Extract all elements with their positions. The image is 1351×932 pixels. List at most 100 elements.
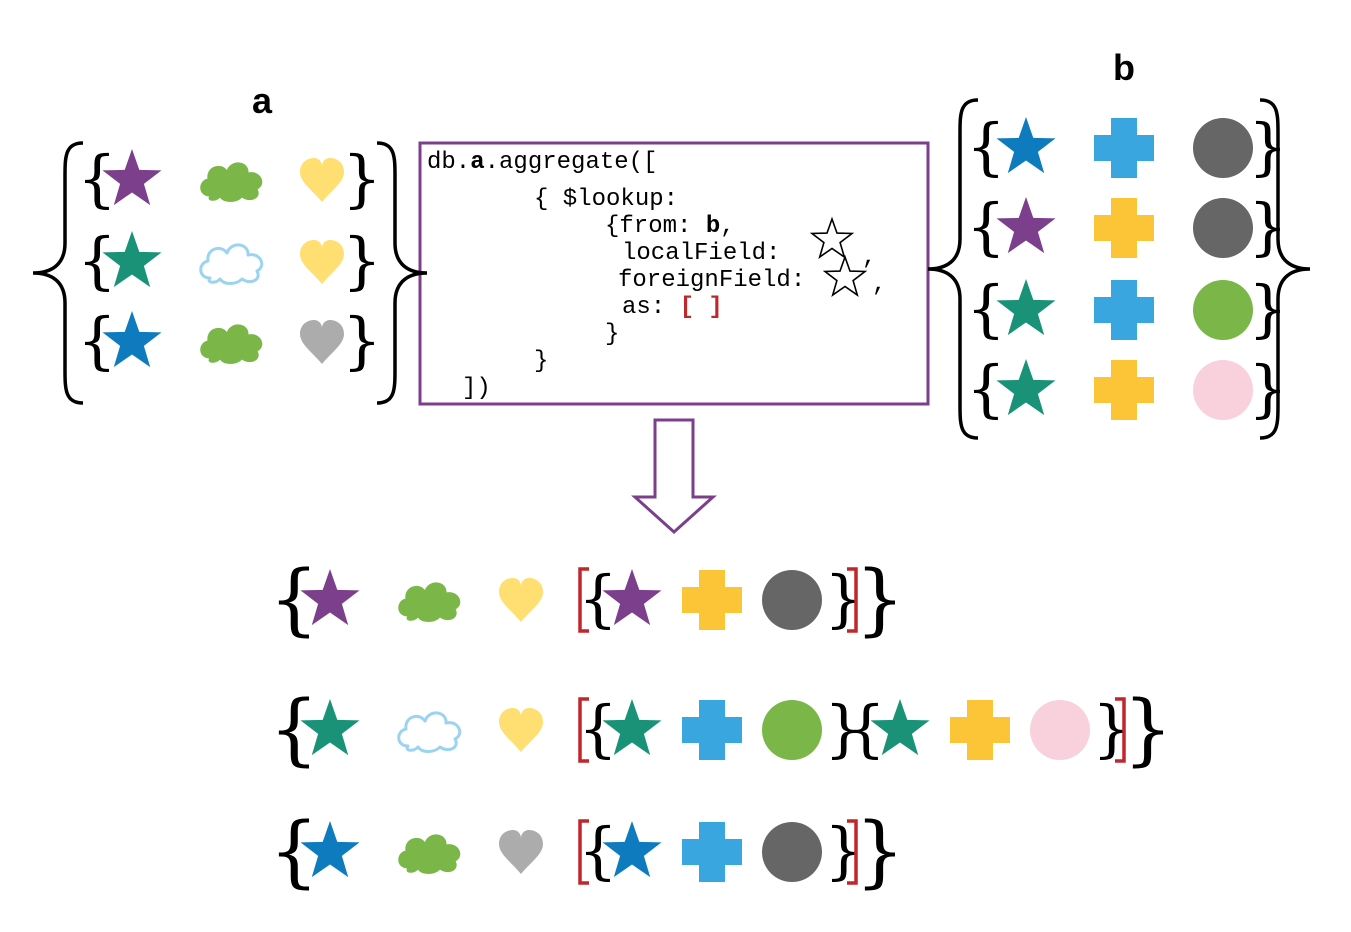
- circle-gray-icon: [1193, 198, 1253, 258]
- result-close-brace: }: [855, 555, 905, 645]
- circle-gray-icon: [762, 570, 822, 630]
- code-as: as:: [622, 294, 680, 321]
- cross-blue-icon: [1094, 280, 1154, 340]
- result-open-brace: {: [269, 555, 319, 645]
- star-purple-icon: [996, 197, 1056, 254]
- cross-yellow-icon: [1094, 360, 1154, 420]
- circle-green-icon: [762, 700, 822, 760]
- circle-pink-icon: [1030, 700, 1090, 760]
- star-purple-icon: [300, 569, 360, 626]
- joined-document: {}: [578, 562, 863, 635]
- code-comma: ,: [720, 213, 734, 240]
- doc-open-brace: {: [77, 224, 116, 297]
- array-close-bracket: [847, 819, 858, 885]
- heart-gray-icon: [499, 830, 543, 874]
- doc-close-brace: }: [342, 304, 381, 377]
- cloud-filled-icon: [200, 324, 263, 364]
- doc-open-brace: {: [966, 190, 1005, 263]
- cloud-outline-icon: [397, 711, 462, 753]
- collection-a-document: {}: [77, 304, 381, 377]
- cross-blue-icon: [682, 822, 742, 882]
- doc-close-brace: }: [824, 692, 863, 765]
- doc-open-brace: {: [77, 304, 116, 377]
- cloud-filled-icon: [398, 582, 461, 622]
- code-line-2: { $lookup:: [534, 186, 678, 213]
- collection-a-group: {}{}{}: [32, 141, 428, 405]
- joined-document: {}: [578, 692, 863, 765]
- heart-yellow-icon: [300, 240, 344, 284]
- collection-b-group: {}{}{}{}: [927, 98, 1311, 440]
- local-field-star-icon: [809, 216, 855, 259]
- star-purple-icon: [602, 569, 662, 626]
- star-teal-icon: [870, 699, 930, 756]
- star-teal-icon: [300, 699, 360, 756]
- doc-open-brace: {: [966, 110, 1005, 183]
- heart-gray-icon: [300, 320, 344, 364]
- code-line-1: db.a.aggregate([: [427, 149, 657, 176]
- result-document: {{}{}}: [269, 685, 1173, 775]
- star-purple-icon: [102, 149, 162, 206]
- circle-gray-icon: [762, 822, 822, 882]
- cloud-outline-icon: [199, 243, 264, 285]
- star-teal-icon: [602, 699, 662, 756]
- result-document: {{}}: [269, 555, 905, 645]
- joined-document: {}: [846, 692, 1131, 765]
- circle-gray-icon: [1193, 118, 1253, 178]
- cross-yellow-icon: [950, 700, 1010, 760]
- doc-open-brace: {: [77, 142, 116, 215]
- code-localfield: localField:: [622, 240, 780, 267]
- heart-yellow-icon: [499, 578, 543, 622]
- code-localfield-comma: ,: [862, 244, 876, 271]
- cloud-filled-icon: [200, 162, 263, 202]
- doc-open-brace: {: [846, 692, 885, 765]
- result-open-brace: {: [269, 807, 319, 897]
- array-close-bracket: [1115, 697, 1126, 763]
- cross-yellow-icon: [682, 570, 742, 630]
- doc-open-brace: {: [578, 562, 617, 635]
- star-blue-icon: [996, 117, 1056, 174]
- collection-a-label: a: [252, 80, 273, 121]
- doc-close-brace: }: [342, 142, 381, 215]
- doc-open-brace: {: [578, 814, 617, 887]
- cross-yellow-icon: [1094, 198, 1154, 258]
- collection-a-close-brace: [376, 141, 428, 405]
- code-foreignfield-comma: ,: [872, 271, 886, 298]
- doc-close-brace: }: [342, 224, 381, 297]
- doc-close-brace: }: [1248, 272, 1287, 345]
- star-teal-icon: [996, 279, 1056, 336]
- cross-blue-icon: [682, 700, 742, 760]
- collection-a-document: {}: [77, 224, 381, 297]
- code-line-8: }: [534, 348, 548, 375]
- result-close-brace: }: [1123, 685, 1173, 775]
- doc-open-brace: {: [966, 352, 1005, 425]
- code-db: db.: [427, 149, 470, 176]
- code-line-6: as: [ ]: [622, 294, 723, 321]
- code-collection-a: a: [470, 149, 484, 176]
- result-open-brace: {: [269, 685, 319, 775]
- array-open-bracket: [578, 697, 589, 763]
- down-arrow-icon: [631, 418, 717, 535]
- code-line-9: ]): [462, 375, 491, 402]
- code-star-icons: [809, 216, 868, 297]
- heart-yellow-icon: [499, 708, 543, 752]
- doc-open-brace: {: [966, 272, 1005, 345]
- collection-b-document: {}: [966, 190, 1287, 263]
- result-group: {{}}{{}{}}{{}}: [269, 555, 1173, 897]
- code-from: {from:: [605, 213, 706, 240]
- circle-green-icon: [1193, 280, 1253, 340]
- result-close-brace: }: [855, 807, 905, 897]
- collection-b-close-brace: [1259, 98, 1311, 440]
- joined-document: {}: [578, 814, 863, 887]
- array-open-bracket: [578, 819, 589, 885]
- code-aggregate: .aggregate([: [485, 149, 658, 176]
- star-teal-icon: [102, 231, 162, 288]
- cloud-filled-icon: [398, 834, 461, 874]
- array-open-bracket: [578, 567, 589, 633]
- code-empty-array: [ ]: [680, 294, 723, 321]
- star-teal-icon: [996, 359, 1056, 416]
- doc-close-brace: }: [1248, 110, 1287, 183]
- star-blue-icon: [102, 311, 162, 368]
- collection-b-document: {}: [966, 352, 1287, 425]
